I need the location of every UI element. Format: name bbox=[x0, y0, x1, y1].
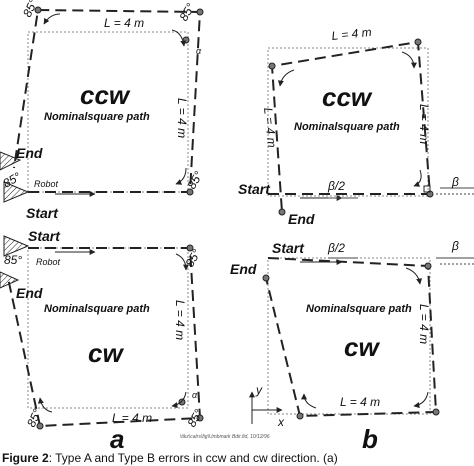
corner-marker bbox=[196, 8, 204, 16]
panel-b-label: b bbox=[362, 424, 378, 454]
corner-marker bbox=[36, 422, 44, 430]
direction-label: ccw bbox=[80, 80, 131, 110]
turn-arrow bbox=[413, 169, 422, 187]
subtitle: Nominalsquare path bbox=[306, 303, 412, 315]
turn-arrow bbox=[171, 29, 187, 47]
robot-label: Robot bbox=[34, 179, 59, 189]
y-axis-label: y bbox=[255, 383, 263, 397]
angle-label: 85° bbox=[4, 253, 22, 267]
actual-path bbox=[7, 247, 202, 428]
nominal-square bbox=[27, 31, 189, 193]
alpha-label: α bbox=[192, 390, 198, 400]
subtitle: Nominalsquare path bbox=[44, 303, 150, 315]
panel-a-cw: cw Nominalsquare path L = 4 m L = 4 m 85… bbox=[0, 228, 206, 430]
figure-caption: Figure 2: Type A and Type B errors in cc… bbox=[2, 451, 338, 465]
length-label-top: L = 4 m bbox=[331, 25, 372, 43]
angle-label: 85° bbox=[184, 407, 205, 430]
corner-marker bbox=[186, 244, 194, 252]
length-label-side: L = 4 m bbox=[175, 98, 189, 138]
corner-marker bbox=[414, 38, 422, 46]
length-label-left: L = 4 m bbox=[261, 107, 279, 148]
turn-arrow bbox=[401, 51, 417, 69]
length-label-top: L = 4 m bbox=[104, 16, 144, 30]
end-label: End bbox=[16, 145, 43, 161]
panel-b-ccw: ccw Nominalsquare path L = 4 m L = 4 m L… bbox=[238, 25, 474, 227]
corner-marker bbox=[268, 62, 276, 70]
corner-marker bbox=[182, 36, 190, 44]
caption-label: Figure 2 bbox=[2, 451, 49, 465]
beta-label: β bbox=[451, 239, 459, 253]
alpha-label: α bbox=[196, 46, 202, 56]
panel-a-label: a bbox=[110, 424, 124, 454]
robot-end-shape bbox=[0, 271, 20, 289]
robot-shape bbox=[3, 235, 30, 257]
nominal-square bbox=[27, 247, 189, 409]
length-label-side: L = 4 m bbox=[417, 104, 431, 144]
length-label-bottom: L = 4 m bbox=[112, 411, 152, 425]
corner-marker bbox=[432, 408, 440, 416]
corner-marker bbox=[186, 188, 194, 196]
turn-arrow bbox=[43, 13, 61, 25]
start-label: Start bbox=[28, 228, 61, 244]
beta-label: β bbox=[451, 175, 459, 189]
panel-b-cw: cw Nominalsquare path L = 4 m L = 4 m β/… bbox=[230, 239, 474, 429]
corner-marker bbox=[424, 262, 432, 270]
panel-a-ccw: ccw Nominalsquare path L = 4 m L = 4 m 8… bbox=[0, 0, 206, 221]
turn-arrow bbox=[405, 267, 423, 285]
turn-arrow bbox=[301, 393, 317, 409]
turn-arrow bbox=[175, 253, 189, 271]
length-label-side: L = 4 m bbox=[417, 304, 431, 344]
corner-marker bbox=[278, 208, 286, 216]
corner-marker bbox=[296, 412, 304, 420]
beta-half-label: β/2 bbox=[327, 179, 345, 193]
turn-arrow bbox=[37, 397, 53, 413]
subtitle: Nominalsquare path bbox=[294, 121, 400, 133]
robot-label: Robot bbox=[36, 257, 61, 267]
corner-marker bbox=[178, 398, 186, 406]
start-label: Start bbox=[26, 205, 59, 221]
start-label: Start bbox=[272, 240, 305, 256]
start-label: Start bbox=[238, 181, 271, 197]
turn-arrow bbox=[277, 69, 295, 87]
watermark: \tikz\calrs\fig\Umbmark Bdir.fid, 10/12/… bbox=[180, 434, 270, 440]
beta-half-label: β/2 bbox=[327, 241, 345, 255]
turn-arrow bbox=[413, 391, 429, 409]
direction-label: cw bbox=[344, 332, 380, 362]
nominal-square bbox=[267, 47, 429, 197]
direction-label: ccw bbox=[322, 82, 373, 112]
caption-text: : Type A and Type B errors in ccw and cw… bbox=[49, 451, 338, 465]
angle-label: 85° bbox=[176, 1, 197, 24]
right-angle-marker bbox=[423, 185, 431, 193]
direction-label: cw bbox=[88, 338, 124, 368]
corner-marker bbox=[196, 414, 204, 422]
turn-arrow bbox=[171, 391, 187, 409]
corner-marker bbox=[34, 6, 42, 14]
x-axis-label: x bbox=[277, 415, 285, 429]
end-label: End bbox=[288, 211, 315, 227]
end-label: End bbox=[230, 261, 257, 277]
subtitle: Nominalsquare path bbox=[44, 111, 150, 123]
robot-end-shape bbox=[0, 151, 22, 171]
turn-arrow bbox=[175, 167, 187, 185]
length-label-bottom: L = 4 m bbox=[340, 395, 380, 409]
length-label-side: L = 4 m bbox=[173, 300, 187, 340]
corner-marker bbox=[262, 274, 270, 282]
end-label: End bbox=[16, 285, 43, 301]
robot-shape bbox=[3, 181, 30, 203]
